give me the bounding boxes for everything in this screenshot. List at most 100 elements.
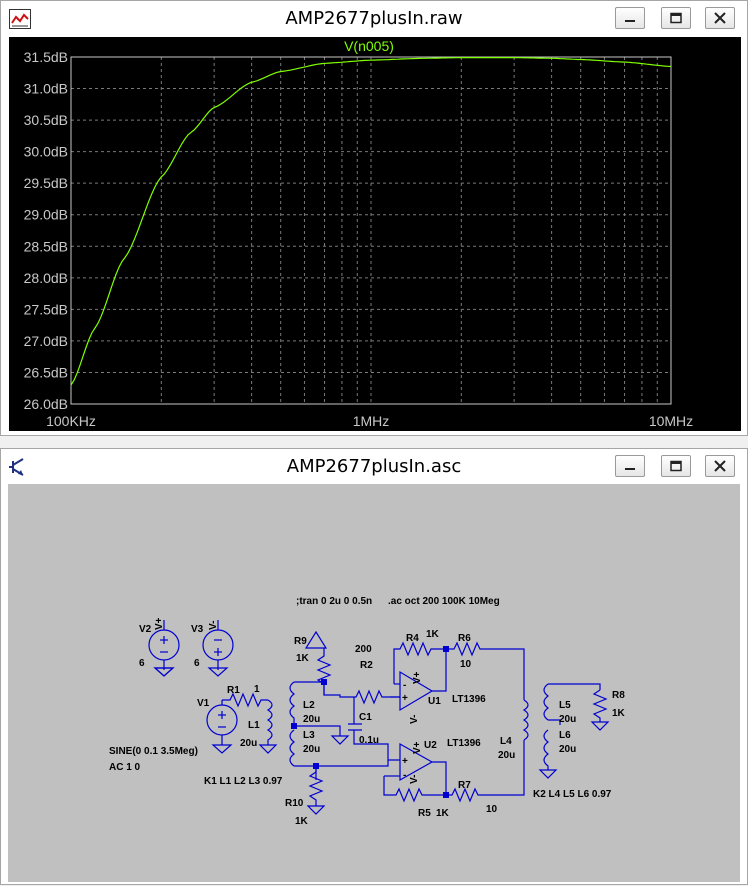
u2-minus: -: [403, 770, 406, 781]
tran-directive[interactable]: ;tran 0 2u 0 0.5n: [296, 596, 372, 607]
v2-net: V+: [154, 617, 165, 630]
l6-label: L6: [559, 730, 571, 741]
minimize-icon: [625, 20, 635, 22]
u1-pin-vm: V-: [409, 715, 420, 724]
maximize-icon: [670, 12, 682, 24]
l6-value: 20u: [559, 744, 576, 755]
close-button[interactable]: [705, 7, 735, 29]
v3-value: 6: [194, 658, 200, 669]
v3-net: V-: [208, 621, 219, 630]
l3-label: L3: [303, 730, 315, 741]
maximize-button[interactable]: [661, 455, 691, 477]
r1-resistor[interactable]: [222, 692, 268, 708]
r7-value: 10: [486, 804, 498, 815]
v2-value: 6: [139, 658, 145, 669]
grid-layer: [70, 56, 671, 405]
waveform-viewer-icon[interactable]: [9, 9, 31, 29]
waveform-window-title: AMP2677plusIn.raw: [285, 8, 463, 29]
r1-value: 1: [254, 684, 260, 695]
trace-v-n005: [70, 57, 672, 386]
y-tick-label: 28.5dB: [24, 238, 68, 254]
close-button[interactable]: [705, 455, 735, 477]
c1-capacitor[interactable]: [348, 720, 362, 740]
l1-inductor[interactable]: [266, 699, 273, 745]
u2-pin-vm: V-: [409, 775, 420, 784]
x-tick-label: 10MHz: [649, 413, 693, 429]
plot-frame: [70, 56, 672, 405]
r10-label: R10: [285, 798, 304, 809]
r4-value: 1K: [426, 629, 440, 640]
u1-opamp[interactable]: [399, 670, 434, 712]
l5-label: L5: [559, 700, 571, 711]
v3-label: V3: [191, 624, 204, 635]
minimize-button[interactable]: [615, 455, 645, 477]
v3-source[interactable]: [202, 620, 234, 677]
r10-resistor[interactable]: [308, 766, 324, 806]
l2-inductor[interactable]: [289, 681, 295, 726]
minimize-icon: [625, 468, 635, 470]
l6-inductor[interactable]: [543, 729, 549, 770]
v1-source[interactable]: [206, 700, 238, 754]
bode-plot[interactable]: V(n005) 31.5dB31.0dB30.5dB30.0dB29.5dB29…: [9, 37, 741, 431]
junction-dots: [291, 646, 449, 798]
k2-directive[interactable]: K2 L4 L5 L6 0.97: [533, 789, 612, 800]
r9-label: R9: [294, 636, 307, 647]
r7-resistor[interactable]: [446, 740, 525, 803]
trace-label-v-n005[interactable]: V(n005): [344, 38, 394, 54]
y-tick-label: 26.5dB: [24, 364, 68, 380]
close-icon: [714, 12, 726, 24]
maximize-button[interactable]: [661, 7, 691, 29]
l1-value: 20u: [240, 738, 257, 749]
r5-label: R5: [418, 808, 431, 819]
k1-directive[interactable]: K1 L1 L2 L3 0.97: [204, 776, 283, 787]
close-icon: [714, 460, 726, 472]
r8-resistor[interactable]: [592, 689, 608, 722]
r6-resistor[interactable]: [446, 641, 525, 700]
u2-opamp[interactable]: [399, 742, 434, 782]
r6-label: R6: [458, 633, 471, 644]
l2-label: L2: [303, 700, 315, 711]
c1-value: 0.1u: [359, 735, 379, 746]
r10-value: 1K: [295, 816, 309, 827]
ac-directive[interactable]: .ac oct 200 100K 10Meg: [388, 596, 500, 607]
v1-ac: AC 1 0: [109, 762, 141, 773]
schematic-editor-icon[interactable]: [9, 457, 31, 477]
r8-label: R8: [612, 690, 625, 701]
schematic-titlebar[interactable]: AMP2677plusIn.asc: [1, 449, 747, 485]
y-tick-label: 29.0dB: [24, 207, 68, 223]
r7-label: R7: [458, 780, 471, 791]
l1-label: L1: [248, 720, 260, 731]
r2-label: R2: [360, 660, 373, 671]
l3-inductor[interactable]: [289, 729, 295, 767]
l4-label: L4: [500, 736, 512, 747]
r4-label: R4: [406, 633, 419, 644]
minimize-button[interactable]: [615, 7, 645, 29]
u1-pin-vp: V+: [412, 671, 423, 684]
r5-value: 1K: [436, 808, 450, 819]
l4-value: 20u: [498, 750, 515, 761]
y-tick-label: 29.5dB: [24, 175, 68, 191]
y-axis-labels: 31.5dB31.0dB30.5dB30.0dB29.5dB29.0dB28.5…: [24, 49, 68, 412]
y-tick-label: 27.5dB: [24, 301, 68, 317]
schematic-window-title: AMP2677plusIn.asc: [286, 456, 462, 477]
waveform-titlebar[interactable]: AMP2677plusIn.raw: [1, 1, 747, 37]
y-tick-label: 27.0dB: [24, 333, 68, 349]
r8-value: 1K: [612, 708, 626, 719]
l3-value: 20u: [303, 744, 320, 755]
schematic-drawing[interactable]: ;tran 0 2u 0 0.5n .ac oct 200 100K 10Meg…: [8, 484, 740, 882]
u2-label: U2: [424, 740, 437, 751]
schematic-canvas[interactable]: ;tran 0 2u 0 0.5n .ac oct 200 100K 10Meg…: [8, 484, 740, 882]
v1-sine: SINE(0 0.1 3.5Meg): [109, 746, 198, 757]
r9-value: 1K: [296, 653, 310, 664]
l5-inductor[interactable]: [543, 683, 549, 721]
r9-resistor[interactable]: [316, 648, 332, 695]
r5-resistor[interactable]: [383, 776, 446, 803]
r4-resistor[interactable]: [393, 641, 446, 684]
r2-value: 200: [355, 644, 372, 655]
u1-minus: -: [403, 680, 406, 691]
maximize-icon: [670, 460, 682, 472]
l4-inductor[interactable]: [522, 699, 529, 741]
